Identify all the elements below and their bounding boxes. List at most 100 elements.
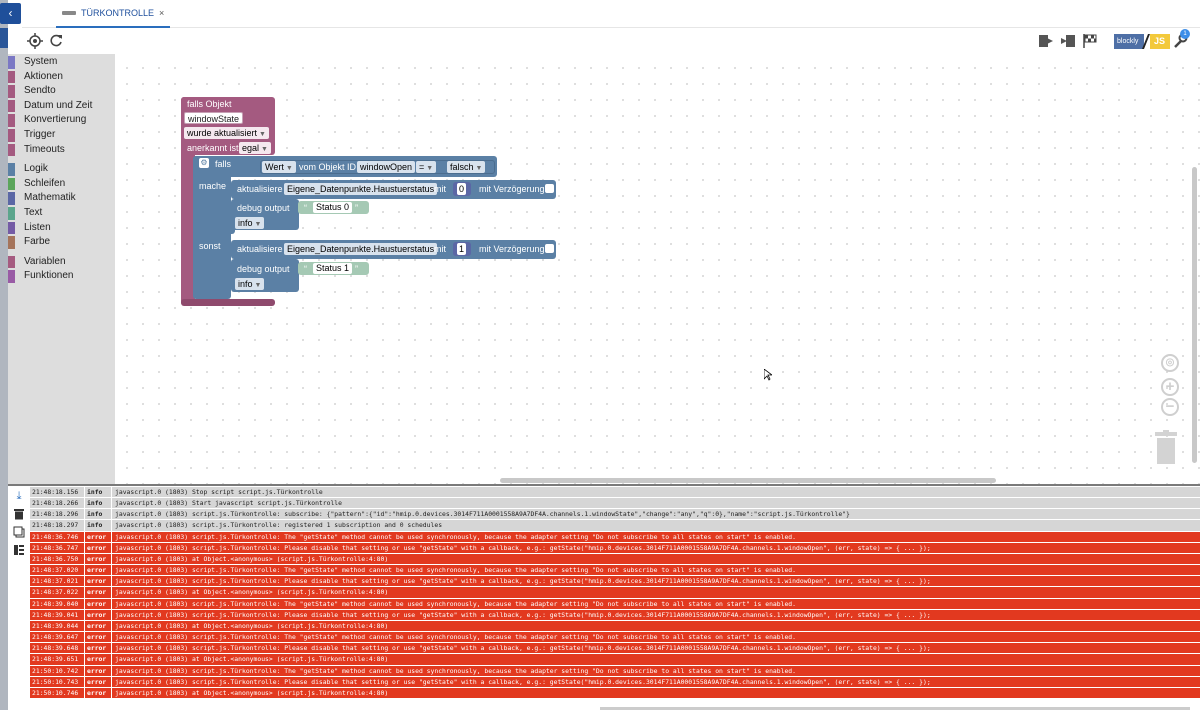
update-1-value[interactable]: 0: [457, 183, 467, 195]
debug-1-level: info: [238, 218, 253, 228]
toolbox-category-variablen[interactable]: Variablen: [8, 255, 115, 270]
trigger-ack-label: anerkannt ist: [187, 143, 239, 153]
left-nav-strip: [0, 0, 8, 710]
category-label: Logik: [24, 163, 48, 175]
log-time: 21:48:39.648: [30, 643, 85, 654]
gear-icon[interactable]: ⚙: [199, 158, 209, 168]
update-1-target[interactable]: Eigene_Datenpunkte.Haustuerstatus: [284, 183, 438, 195]
toolbox-category-sendto[interactable]: Sendto: [8, 84, 115, 99]
compare-label: falsch: [450, 162, 474, 172]
log-time: 21:48:36.747: [30, 542, 85, 553]
zoom-in-icon[interactable]: +: [1161, 378, 1179, 396]
log-severity: info: [85, 520, 112, 531]
blockly-workspace[interactable]: falls Objekt windowState wurde aktualisi…: [115, 54, 1200, 484]
trigger-ack-dropdown[interactable]: egal▼: [239, 142, 271, 154]
toolbar: blockly JS 1: [8, 29, 1200, 53]
category-label: Konvertierung: [24, 114, 87, 126]
toolbox-category-timeouts[interactable]: Timeouts: [8, 143, 115, 158]
category-color-marker: [8, 177, 15, 191]
value-dropdown[interactable]: Wert▼: [262, 161, 296, 173]
toolbox-category-mathematik[interactable]: Mathematik: [8, 191, 115, 206]
toolbox-category-farbe[interactable]: Farbe: [8, 235, 115, 250]
toolbox-category-listen[interactable]: Listen: [8, 221, 115, 236]
toolbox-category-text[interactable]: Text: [8, 206, 115, 221]
trash-icon[interactable]: [13, 508, 25, 520]
tab-script[interactable]: TÜRKONTROLLE ×: [56, 0, 171, 28]
back-arrow-icon[interactable]: ‹: [0, 3, 21, 24]
flag-icon[interactable]: [1082, 33, 1098, 49]
toolbox-category-system[interactable]: System: [8, 55, 115, 70]
update-2-delay-checkbox[interactable]: [545, 244, 554, 253]
import-icon[interactable]: [1060, 33, 1076, 49]
trigger-event-dropdown[interactable]: wurde aktualisiert▼: [184, 127, 269, 139]
zoom-out-icon[interactable]: −: [1161, 398, 1179, 416]
debug-2-level-dropdown[interactable]: info▼: [235, 278, 265, 290]
toolbox-category-datum-und-zeit[interactable]: Datum und Zeit: [8, 99, 115, 114]
crosshair-icon[interactable]: [27, 33, 43, 49]
category-label: Farbe: [24, 236, 51, 248]
zoom-reset-icon[interactable]: ◎: [1161, 354, 1179, 372]
log-time: 21:48:18.156: [30, 487, 85, 498]
wrench-badge: 1: [1180, 29, 1190, 39]
trigger-object-field[interactable]: windowState: [184, 112, 244, 124]
log-severity: error: [85, 565, 112, 576]
from-object-label: vom Objekt ID: [299, 162, 357, 172]
toolbox-category-funktionen[interactable]: Funktionen: [8, 269, 115, 284]
update-2-label: aktualisiere: [237, 244, 283, 254]
log-time: 21:48:18.296: [30, 509, 85, 520]
log-time: 21:48:37.022: [30, 587, 85, 598]
toolbox-category-logik[interactable]: Logik: [8, 162, 115, 177]
refresh-icon[interactable]: [48, 33, 64, 49]
log-severity: error: [85, 587, 112, 598]
update-2-value[interactable]: 1: [457, 243, 467, 255]
toolbox-category-trigger[interactable]: Trigger: [8, 128, 115, 143]
log-severity: error: [85, 553, 112, 565]
update-1-delay-checkbox[interactable]: [545, 184, 554, 193]
log-time: 21:48:37.021: [30, 576, 85, 587]
debug-1-text[interactable]: Status 0: [313, 202, 353, 213]
mouse-cursor-icon: [763, 368, 774, 381]
log-message: javascript.0 (1803) script.js.Türkontrol…: [115, 532, 797, 541]
toolbox-category-schleifen[interactable]: Schleifen: [8, 177, 115, 192]
workspace-horizontal-scrollbar[interactable]: [500, 478, 996, 483]
debug-1-label: debug output: [237, 203, 290, 213]
toolbox-category-aktionen[interactable]: Aktionen: [8, 70, 115, 85]
log-horizontal-scrollbar[interactable]: [600, 707, 1190, 710]
blockly-js-toggle[interactable]: blockly JS: [1114, 34, 1170, 49]
log-splitter[interactable]: [8, 484, 1200, 486]
do-label: mache: [199, 181, 227, 191]
log-message: javascript.0 (1803) script.js.Türkontrol…: [115, 666, 797, 675]
quote-open-icon: “: [304, 203, 307, 213]
columns-icon[interactable]: [13, 544, 25, 556]
copy-icon[interactable]: [13, 526, 25, 538]
compare-dropdown[interactable]: falsch▼: [447, 161, 486, 173]
workspace-vertical-scrollbar[interactable]: [1192, 167, 1197, 463]
scroll-down-icon[interactable]: ⤓: [16, 490, 22, 502]
chevron-down-icon: ▼: [261, 146, 268, 153]
update-2-target[interactable]: Eigene_Datenpunkte.Haustuerstatus: [284, 243, 438, 255]
tab-close-icon[interactable]: ×: [159, 8, 165, 18]
toolbox-category-konvertierung[interactable]: Konvertierung: [8, 113, 115, 128]
operator-dropdown[interactable]: =▼: [416, 161, 437, 173]
debug-2-text[interactable]: Status 1: [313, 263, 353, 274]
update-2-with: mit: [434, 244, 446, 254]
object-id-field[interactable]: windowOpen: [357, 161, 416, 173]
log-message: javascript.0 (1803) script.js.Türkontrol…: [115, 633, 797, 642]
category-color-marker: [8, 192, 15, 205]
category-label: Mathematik: [24, 192, 76, 204]
category-color-marker: [8, 114, 15, 127]
category-label: Schleifen: [24, 177, 66, 189]
export-icon[interactable]: [1038, 33, 1054, 49]
trash-icon[interactable]: [1155, 430, 1177, 464]
chevron-down-icon: ▼: [254, 282, 262, 289]
log-severity: error: [85, 598, 112, 609]
debug-1-level-dropdown[interactable]: info▼: [235, 217, 265, 229]
